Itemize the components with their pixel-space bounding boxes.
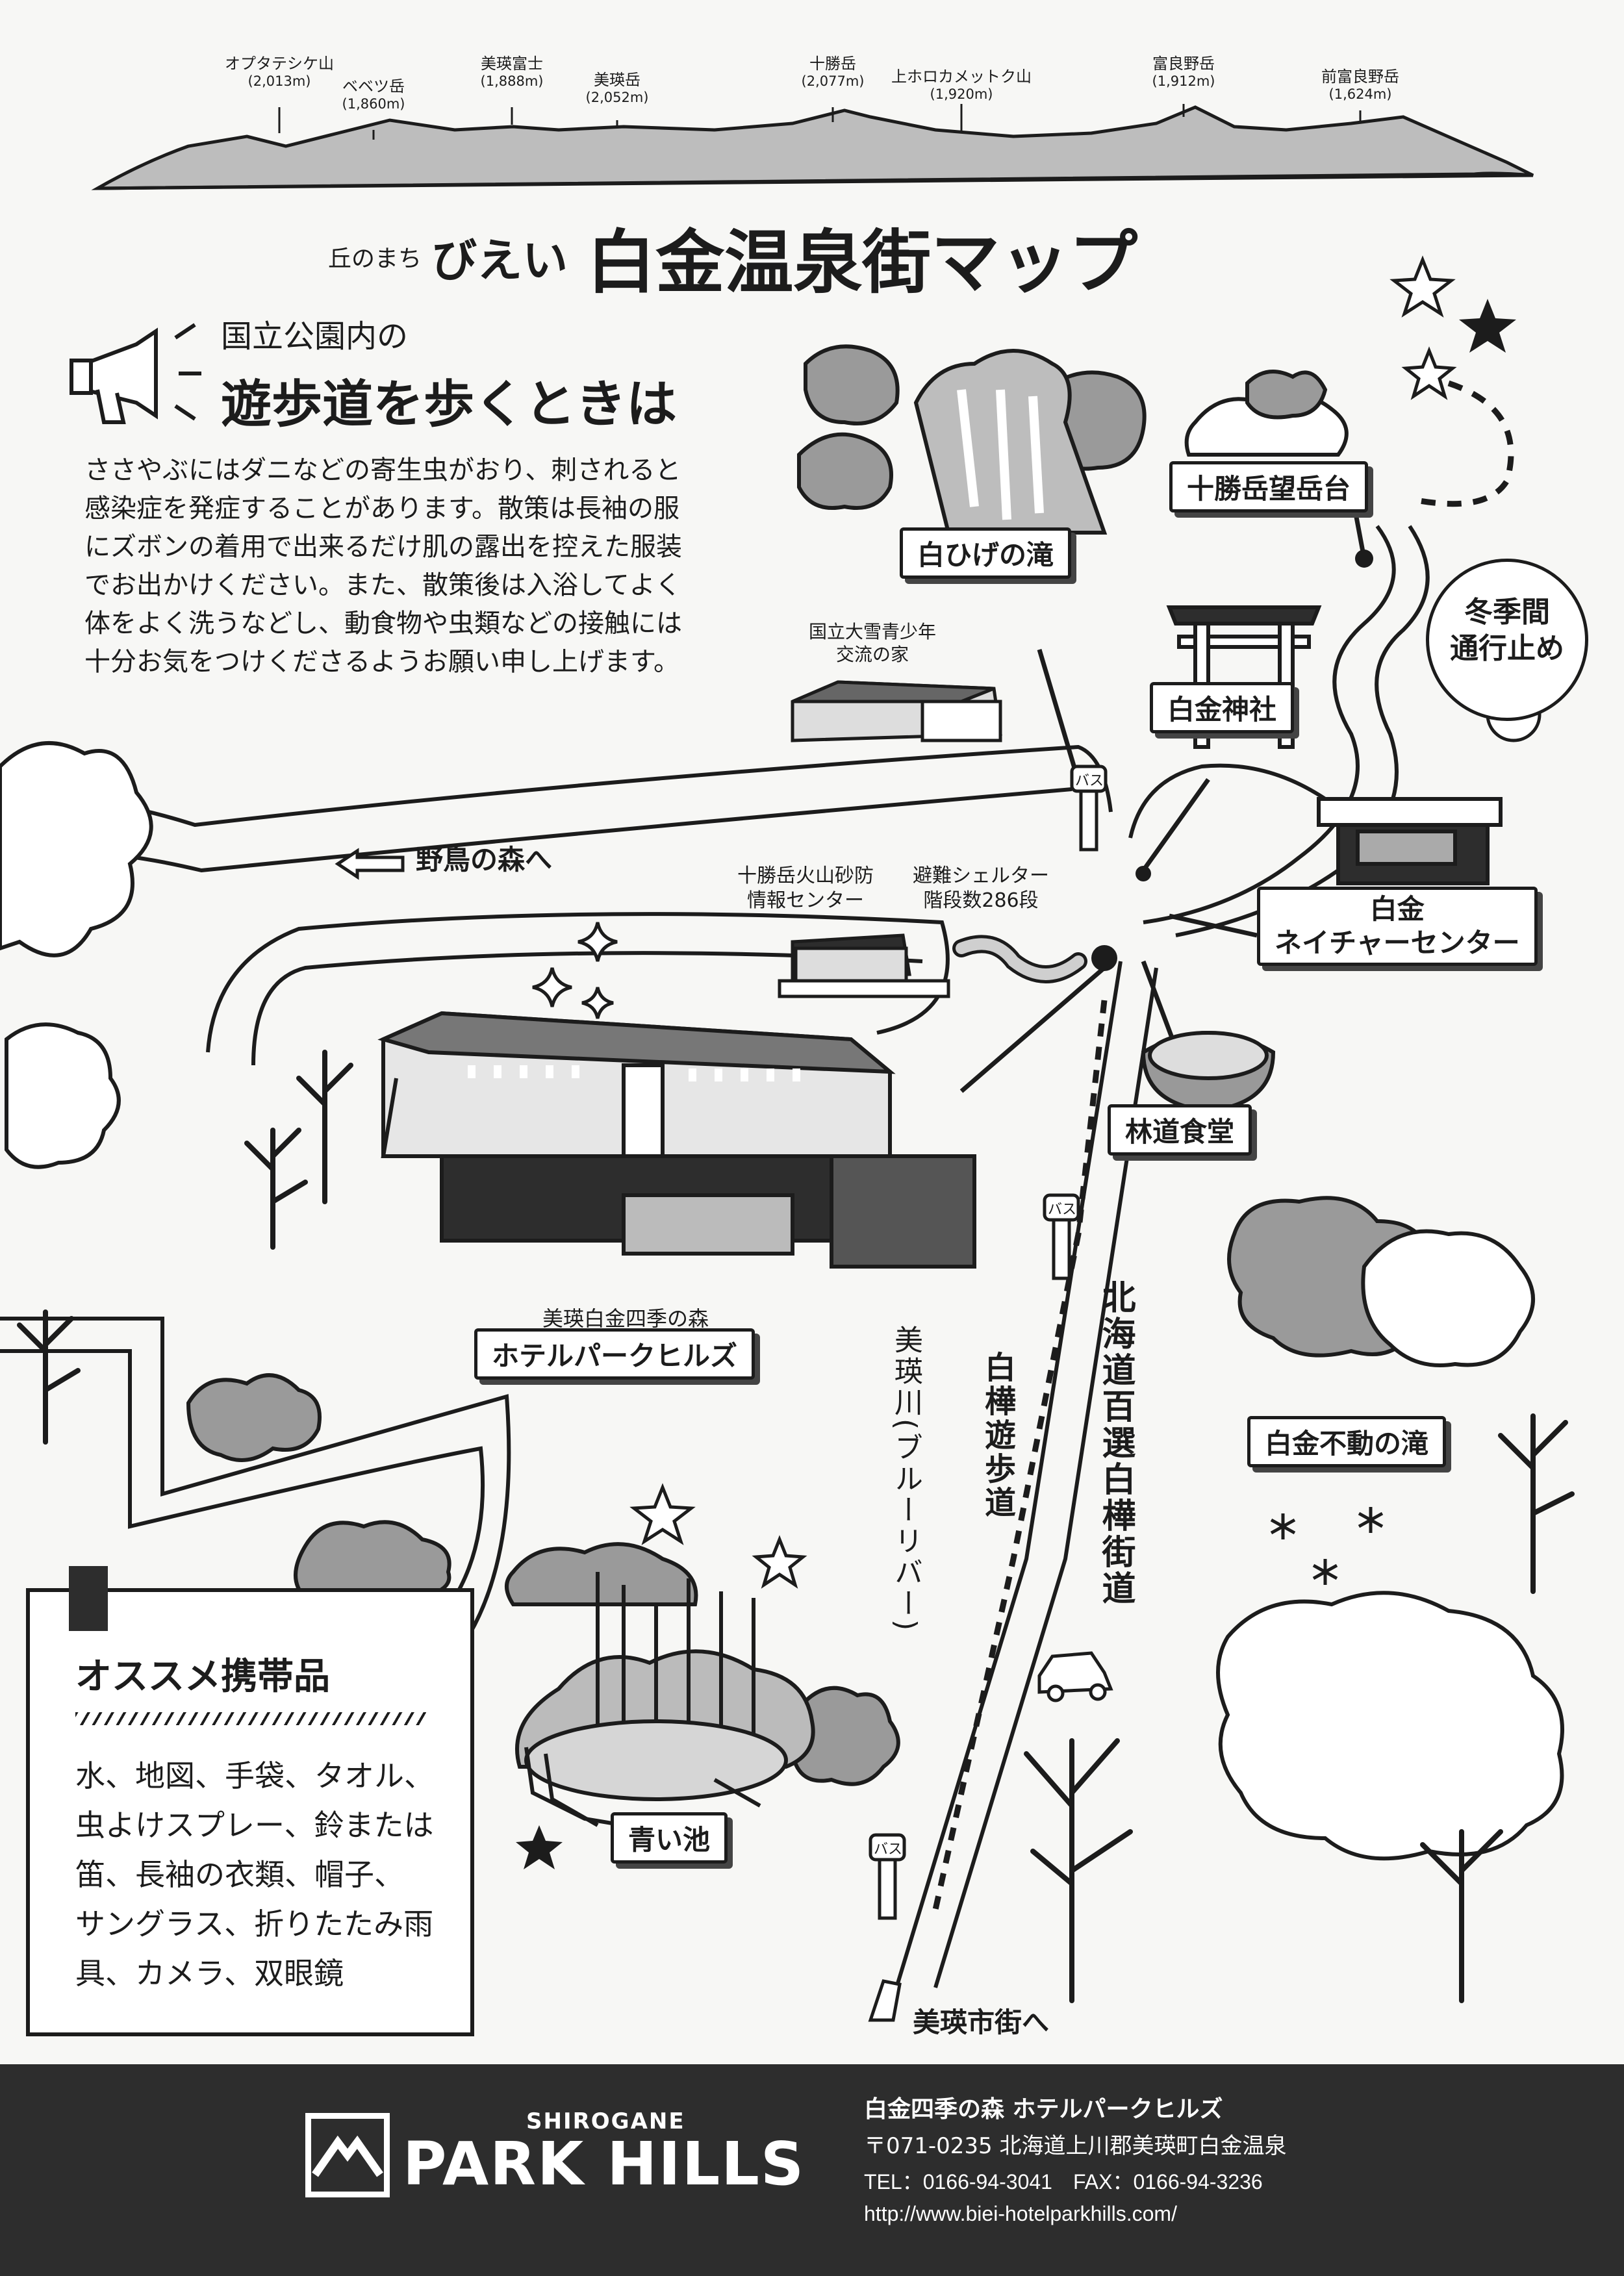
bush-left-top <box>0 741 153 957</box>
tokachi-viewpoint-label: 十勝岳望岳台 <box>1169 461 1369 512</box>
winter-closed-line1: 冬季間 <box>1464 596 1550 629</box>
biei-river-label: 美瑛川(ブルーリバー) <box>889 1325 922 1634</box>
notice-body: ささやぶにはダニなどの寄生虫がおり、刺されると 感染症を発症することがあります。… <box>84 451 682 681</box>
mountain-label-1: ベベツ岳(1,860m) <box>342 77 405 112</box>
notice-line: にズボンの着用で出来るだけ肌の露出を控えた服装 <box>84 532 682 562</box>
items-line: 虫よけスプレー、鈴または <box>75 1808 434 1843</box>
nature-center-illustration <box>1317 797 1503 885</box>
sabo-center-label: 十勝岳火山砂防情報センター <box>737 865 874 912</box>
notice-line: 感染症を発症することがあります。散策は長袖の服 <box>84 494 679 524</box>
aoi-pond <box>524 1719 788 1801</box>
notice-line: 体をよく洗うなどし、動食物や虫類などの接触には <box>84 609 682 639</box>
mountain-label-6: 富良野岳(1,912m) <box>1152 55 1215 89</box>
megaphone-icon <box>70 323 201 424</box>
footer-hotel-name: 白金四季の森 ホテルパークヒルズ <box>864 2096 1223 2123</box>
shelter-label: 避難シェルター階段数286段 <box>913 865 1049 912</box>
items-line: 笛、長袖の衣類、帽子、 <box>75 1857 404 1892</box>
nature-center-label: 白金ネイチャーセンター <box>1257 887 1538 966</box>
park-hills-logo-icon <box>305 2113 390 2197</box>
footer-address: 〒071-0235 北海道上川郡美瑛町白金温泉 <box>864 2133 1287 2159</box>
mountain-label-5: 上ホロカメットク山(1,920m) <box>891 68 1032 102</box>
bus-stop-label: バス <box>874 1841 903 1858</box>
items-line: 具、カメラ、双眼鏡 <box>75 1956 344 1991</box>
footer-phone: TEL：0166-94-3041 FAX：0166-94-3236 <box>864 2170 1263 2194</box>
map-title: 丘のまち びえい 白金温泉街マップ <box>328 207 1137 307</box>
mountain-range <box>91 105 1534 190</box>
hotel-sublabel: 美瑛白金四季の森 <box>542 1306 709 1331</box>
title-brand: びえい <box>431 233 568 287</box>
footer: SHIROGANE PARK HILLS 白金四季の森 ホテルパークヒルズ 〒0… <box>0 2064 1624 2276</box>
logo-big-text: PARK HILLS <box>403 2129 806 2199</box>
youth-house-label: 国立大雪青少年交流の家 <box>809 621 937 665</box>
birch-road-label: 北海道百選白樺街道 <box>1096 1280 1135 1607</box>
to-biei-city-label: 美瑛市街へ <box>913 2006 1050 2038</box>
items-list: 水、地図、手袋、タオル、 虫よけスプレー、鈴または 笛、長袖の衣類、帽子、 サン… <box>75 1751 434 1998</box>
mountain-label-7: 前富良野岳(1,624m) <box>1321 68 1399 102</box>
rindo-shokudo-label: 林道食堂 <box>1108 1104 1252 1156</box>
notice-title-line1: 国立公園内の <box>221 318 409 355</box>
birch-path-label: 白樺遊歩道 <box>979 1351 1015 1520</box>
ramen-bowl <box>1141 1031 1276 1113</box>
mountain-label-0: オプタテシケ山(2,013m) <box>225 55 334 89</box>
bus-stop-label: バス <box>1075 773 1104 789</box>
shirogane-fudo-falls-label: 白金不動の滝 <box>1247 1416 1447 1467</box>
title-main: 白金温泉街マップ <box>587 223 1138 303</box>
shirohige-waterfall <box>913 349 1108 535</box>
mountain-label-2: 美瑛富士(1,888m) <box>480 55 544 89</box>
hotel-label: ホテルパークヒルズ <box>474 1328 755 1380</box>
winter-closed-line2: 通行止め <box>1450 632 1564 665</box>
mountain-label-4: 十勝岳(2,077m) <box>801 55 865 89</box>
footer-url[interactable]: http://www.biei-hotelparkhills.com/ <box>864 2202 1177 2225</box>
winter-closed-note: 冬季間 通行止め <box>1426 559 1588 721</box>
items-line: 水、地図、手袋、タオル、 <box>75 1758 434 1793</box>
bus-stop-label: バス <box>1048 1202 1077 1218</box>
mountain-label-3: 美瑛岳(2,052m) <box>585 71 649 105</box>
notice-title-line2: 遊歩道を歩くときは <box>221 375 678 434</box>
recommended-items-box: オススメ携帯品 水、地図、手袋、タオル、 虫よけスプレー、鈴または 笛、長袖の衣… <box>26 1566 474 2036</box>
items-title: オススメ携帯品 <box>75 1656 330 1698</box>
hotel-illustration <box>377 1011 976 1269</box>
logo-small-text: SHIROGANE <box>526 2108 685 2134</box>
shirohige-falls-label: 白ひげの滝 <box>900 527 1072 579</box>
bookmark-ribbon <box>69 1566 108 1631</box>
notice-line: でお出かけください。また、散策後は入浴してよく <box>84 570 681 600</box>
aoi-ike-label: 青い池 <box>611 1812 728 1864</box>
notice-line: ささやぶにはダニなどの寄生虫がおり、刺されると <box>84 455 681 485</box>
birch-path-trail <box>932 1000 1108 1910</box>
car-icon <box>1037 1651 1113 1702</box>
items-line: サングラス、折りたたみ雨 <box>75 1906 434 1941</box>
title-prefix: 丘のまち <box>328 246 422 272</box>
wild-bird-forest-label: 野鳥の森へ <box>416 844 553 876</box>
items-divider <box>75 1712 426 1725</box>
shirogane-shrine-label: 白金神社 <box>1150 682 1295 733</box>
notice-line: 十分お気をつけくださるようお願い申し上げます。 <box>84 647 679 677</box>
